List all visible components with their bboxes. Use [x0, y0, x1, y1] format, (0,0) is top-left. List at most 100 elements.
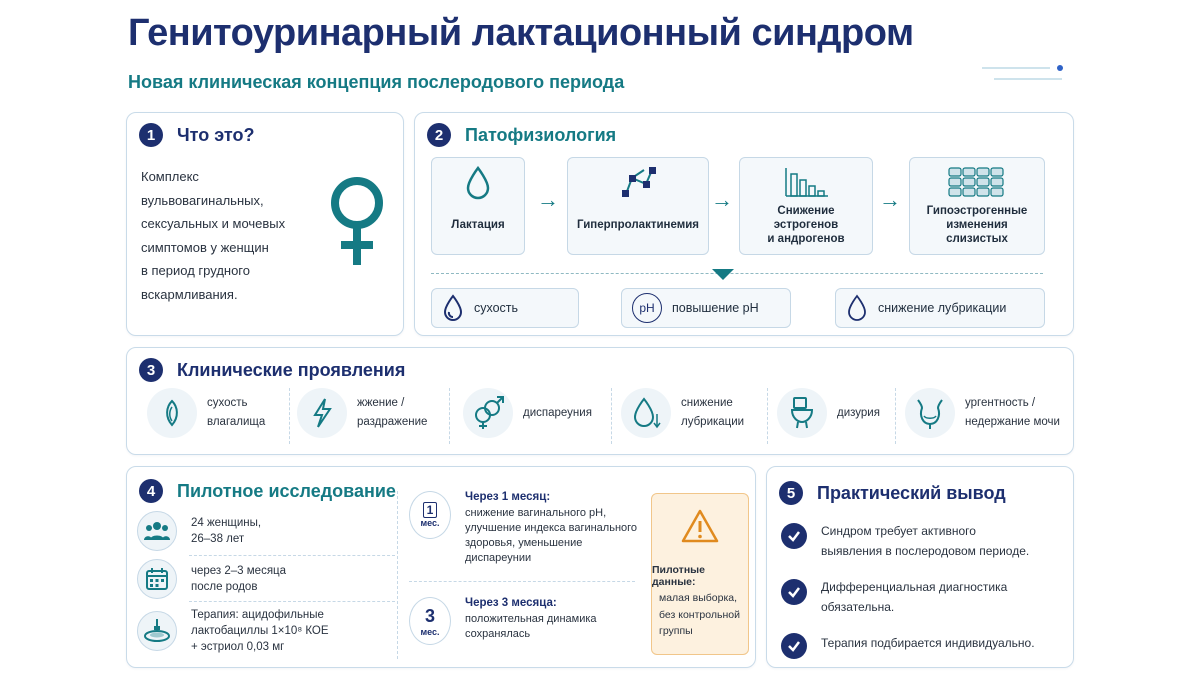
definition-line: вскармливания. — [141, 286, 238, 302]
symptom-label: жжение / — [357, 397, 405, 409]
section-header: 4 Пилотное исследование — [139, 479, 396, 503]
section-title: Клинические проявления — [177, 359, 406, 380]
check-icon — [781, 523, 807, 549]
conclusion-text: Терапия подбирается индивидуально. — [821, 636, 1035, 650]
drop-icon — [466, 166, 490, 200]
ph-badge: pH — [632, 293, 662, 323]
divider — [189, 555, 395, 556]
step-label: Снижение эстрогенов и андрогенов — [767, 205, 845, 245]
timeline-text: сохранялась — [465, 628, 531, 640]
fact-text: после родов — [191, 581, 258, 593]
lightning-icon — [297, 388, 347, 438]
symptom-label: влагалища — [207, 416, 266, 428]
divider — [449, 388, 450, 444]
fact-text: + эстриол 0,03 мг — [191, 641, 285, 653]
timeline-text: положительная динамика — [465, 613, 597, 625]
section-pathophysiology: 2 Патофизиология Лактация → Гиперпролакт… — [414, 112, 1074, 336]
arrow-right-icon: → — [537, 187, 559, 212]
section-title: Что это? — [177, 124, 255, 145]
symptom-dysuria: дизурия — [777, 388, 880, 438]
conclusion-item: Терапия подбирается индивидуально. — [781, 631, 1035, 659]
symptom-urgency: ургентность /недержание мочи — [905, 388, 1060, 438]
definition-text: Комплекс вульвовагинальных, сексуальных … — [141, 165, 285, 306]
divider — [397, 491, 398, 659]
timeline-title: Через 1 месяц: — [465, 491, 551, 503]
section-header: 3 Клинические проявления — [139, 358, 405, 382]
section-what-is-it: 1 Что это? Комплекс вульвовагинальных, с… — [126, 112, 404, 336]
timeline-text: диспареунии — [465, 552, 532, 564]
timeline-text: снижение вагинального pH, — [465, 507, 607, 519]
page-subtitle: Новая клиническая концепция послеродовог… — [128, 72, 625, 92]
timeline-text: здоровья, уменьшение — [465, 537, 583, 549]
check-icon — [781, 579, 807, 605]
warning-triangle-icon — [681, 509, 719, 543]
conclusion-text: Синдром требует активного — [821, 524, 976, 538]
timeline-3-months: 3 мес. Через 3 месяца: положительная дин… — [409, 597, 597, 645]
toilet-icon — [777, 388, 827, 438]
symptom-label: раздражение — [357, 416, 428, 428]
section-number: 4 — [139, 479, 163, 503]
symptom-label: ургентность / — [965, 397, 1036, 409]
timeline-text: улучшение индекса вагинального — [465, 522, 638, 534]
effect-ph-increase: pH повышение pH — [621, 288, 791, 328]
warning-title: Пилотные данные: — [652, 564, 705, 588]
venus-icon — [331, 177, 383, 265]
divider — [895, 388, 896, 444]
symptom-label: дизурия — [837, 406, 880, 419]
section-pilot-study: 4 Пилотное исследование 24 женщины,26–38… — [126, 466, 756, 668]
effect-lubrication-decrease: снижение лубрикации — [835, 288, 1045, 328]
timeline-1-month: 1 мес. Через 1 месяц: снижение вагинальн… — [409, 491, 637, 566]
symptom-label: сухость — [207, 397, 248, 409]
divider — [431, 273, 1043, 274]
drop-outline-icon — [848, 294, 866, 321]
section-number: 2 — [427, 123, 451, 147]
divider — [189, 601, 395, 602]
conclusion-text: Дифференциальная диагностика — [821, 580, 1008, 594]
arrow-right-icon: → — [711, 187, 733, 212]
section-title: Практический вывод — [817, 482, 1006, 503]
drop-icon — [443, 294, 463, 321]
section-clinical-manifestations: 3 Клинические проявления сухость влагалищ… — [126, 347, 1074, 455]
arrow-down-icon — [712, 269, 734, 280]
pilot-data-warning: Пилотные данные: малая выборка, без конт… — [651, 493, 749, 655]
mucosa-cells-icon — [948, 167, 1004, 197]
study-fact-participants: 24 женщины,26–38 лет — [137, 511, 261, 551]
study-fact-therapy: Терапия: ацидофильные лактобациллы 1×10⁸ … — [137, 607, 329, 655]
conclusion-text: обязательна. — [821, 600, 895, 614]
molecule-icon — [622, 167, 656, 197]
definition-line: вульвовагинальных, — [141, 192, 264, 208]
timeline-title: Через 3 месяца: — [465, 597, 557, 609]
petri-dish-icon — [137, 611, 177, 651]
badge-number: 1 — [422, 502, 438, 518]
bladder-icon — [905, 388, 955, 438]
section-number: 5 — [779, 481, 803, 505]
effect-label: снижение лубрикации — [878, 301, 1007, 315]
section-practical-conclusion: 5 Практический вывод Синдром требует акт… — [766, 466, 1074, 668]
pathway-step-mucosal-changes: Гипоэстрогенные изменения слизистых — [909, 157, 1045, 255]
symptom-label: лубрикации — [681, 416, 745, 428]
symptom-burning: жжение / раздражение — [297, 388, 427, 438]
divider — [767, 388, 768, 444]
divider — [409, 581, 635, 582]
badge-number: 3 — [424, 605, 435, 626]
divider — [289, 388, 290, 444]
fact-text: Терапия: ацидофильные — [191, 609, 324, 621]
symptom-dyspareunia: диспареуния — [463, 388, 592, 438]
drop-down-icon — [621, 388, 671, 438]
section-header: 2 Патофизиология — [427, 123, 616, 147]
group-icon — [137, 511, 177, 551]
effect-label: сухость — [474, 301, 519, 315]
step-label: Гиперпролактинемия — [576, 219, 699, 231]
check-icon — [781, 633, 807, 659]
section-number: 3 — [139, 358, 163, 382]
section-title: Патофизиология — [465, 124, 617, 145]
section-header: 5 Практический вывод — [779, 481, 1006, 505]
calendar-icon — [137, 559, 177, 599]
warning-text: группы — [659, 625, 693, 637]
step-label: Гипоэстрогенные изменения слизистых — [926, 205, 1028, 245]
fact-text: лактобациллы 1×10⁸ КОЕ — [191, 625, 329, 637]
definition-line: в период грудного — [141, 263, 250, 278]
